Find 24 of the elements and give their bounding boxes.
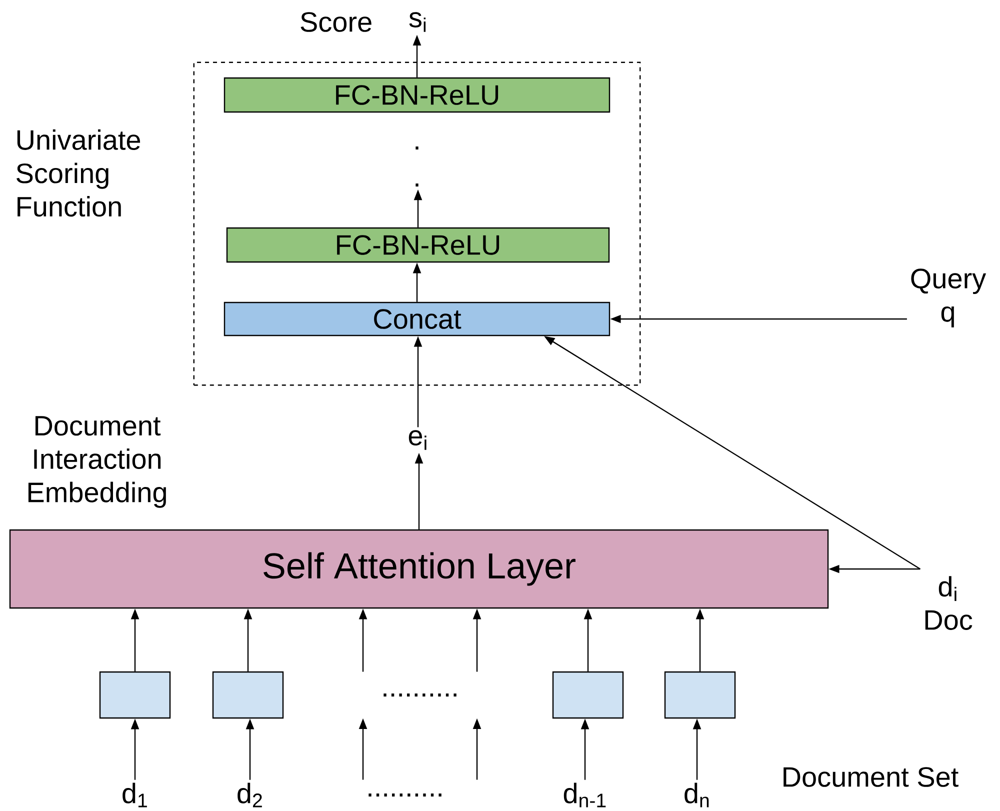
input-label: d$_{2}$ (238, 782, 262, 808)
input-label: d$_{n}$ (684, 782, 709, 808)
node-caption: Score (300, 12, 372, 32)
ellipsis-dot: . (416, 146, 418, 150)
input-label: Query q (911, 268, 986, 328)
encoder-box (212, 671, 284, 719)
input-label: d$_{1}$ (122, 782, 147, 808)
encoder-box (664, 671, 736, 719)
embedding-label: e$_{i}$ (408, 430, 426, 450)
encoder-box (99, 671, 171, 719)
layer-box: Concat (224, 302, 610, 336)
group-heading: Univariate Scoring Function (16, 129, 140, 217)
layer-box: FC-BN-ReLU (224, 77, 610, 113)
input-label: d$_{n-1}$ (564, 782, 606, 808)
group-box (193, 62, 641, 386)
output-label: s$_{i}$ (409, 12, 426, 32)
layer-box: FC-BN-ReLU (226, 227, 610, 263)
input-label: d$_{i}$ Doc (925, 576, 972, 630)
ellipsis: .......... (368, 794, 442, 796)
ellipsis-dot: . (416, 184, 418, 186)
encoder-box (552, 671, 624, 719)
ellipsis: .......... (384, 694, 456, 696)
attention-layer-box: Self Attention Layer (9, 529, 829, 609)
side-label: Document Set (784, 767, 958, 787)
